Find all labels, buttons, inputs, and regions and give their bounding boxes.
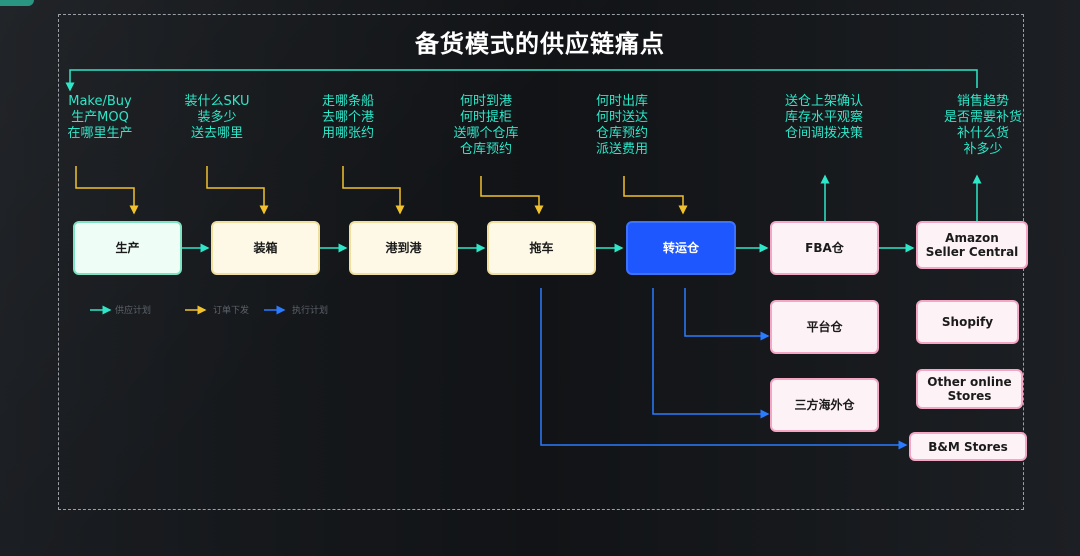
stage-port-to-port: 港到港 [349, 221, 458, 275]
stage-truck: 拖车 [487, 221, 596, 275]
stage-packing: 装箱 [211, 221, 320, 275]
order-arrow-truck [480, 176, 544, 215]
exec-line-bm [540, 288, 908, 450]
legend-order-dispatch: 订单下发 [213, 306, 250, 316]
pain-point-sales: 销售趋势是否需要补货补什么货补多少 [943, 94, 1022, 157]
supply-plan-feedback-line [65, 69, 978, 92]
warehouse-3pl-overseas: 三方海外仓 [770, 378, 879, 432]
exec-line-3pl [652, 288, 770, 419]
pain-point-drayage: 何时到港何时提柜送哪个仓库仓库预约 [453, 94, 519, 157]
order-arrow-port [342, 166, 405, 215]
legend-execution-plan: 执行计划 [292, 306, 329, 316]
pain-point-transit: 何时出库何时送达仓库预约派送费用 [595, 94, 648, 157]
legend-supply-plan: 供应计划 [115, 306, 152, 316]
order-arrow-production [75, 166, 139, 215]
warehouse-platform: 平台仓 [770, 300, 879, 354]
stage-production: 生产 [73, 221, 182, 275]
pain-point-shipping: 走哪条船去哪个港用哪张约 [321, 94, 374, 141]
logo-fragment [0, 0, 34, 6]
channel-shopify: Shopify [916, 300, 1019, 344]
diagram-title: 备货模式的供应链痛点 [415, 30, 665, 58]
order-arrow-packing [206, 166, 269, 215]
channel-bm-stores: B&M Stores [909, 432, 1027, 461]
stage-transit-warehouse: 转运仓 [626, 221, 736, 275]
warehouse-fba: FBA仓 [770, 221, 879, 275]
order-arrow-transit [623, 176, 688, 215]
pain-point-warehouse: 送仓上架确认库存水平观察仓间调拨决策 [784, 94, 863, 141]
exec-line-platform [684, 288, 770, 341]
